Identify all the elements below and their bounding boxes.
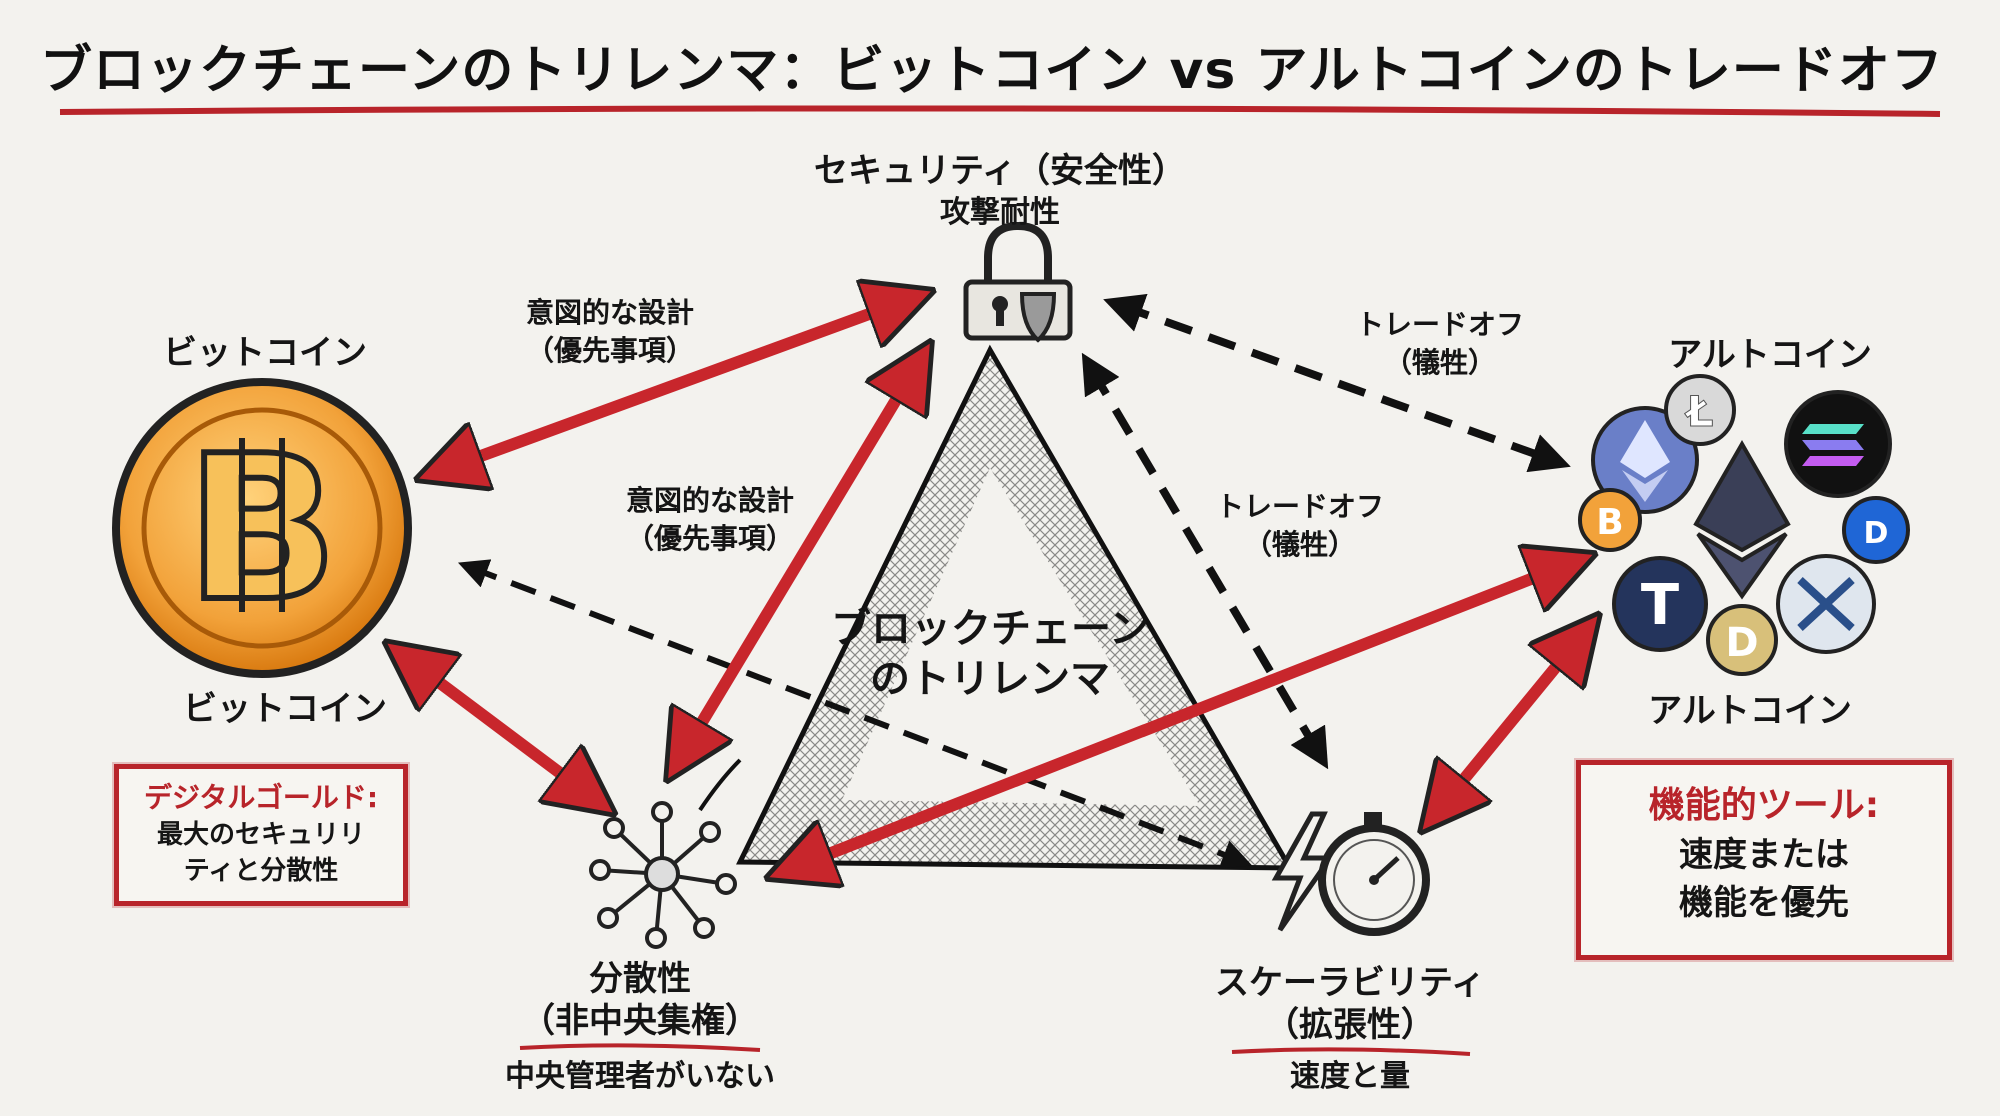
- bitcoin-callout-title: デジタルゴールド:: [143, 781, 379, 814]
- scalability-label: スケーラビリティ: [1215, 963, 1485, 1003]
- label-altcoin-security: トレードオフ: [1355, 308, 1524, 341]
- label-security-decentralization: 意図的な設計: [625, 484, 794, 517]
- scalability-sublabel: （拡張性）: [1265, 1005, 1435, 1045]
- label-security-scalability-sub: （犠牲）: [1243, 528, 1356, 561]
- ethereum-icon: [1591, 406, 1699, 514]
- tether-icon: T: [1612, 556, 1708, 652]
- decentralization-caption: 中央管理者がいない: [505, 1059, 775, 1094]
- security-sublabel: 攻撃耐性: [940, 195, 1060, 230]
- scalability-caption: 速度と量: [1290, 1059, 1410, 1094]
- decentralization-sublabel: （非中央集権）: [521, 1001, 759, 1041]
- decentralization-label: 分散性: [589, 959, 691, 999]
- bitcoin-small-icon: B: [1578, 488, 1642, 552]
- xrp-icon: [1776, 554, 1876, 654]
- dogecoin-icon: D: [1706, 604, 1778, 676]
- litecoin-icon: Ł: [1664, 374, 1736, 446]
- bitcoin-label-bottom: ビットコイン: [183, 689, 387, 729]
- bitcoin-coin-icon: B: [112, 378, 412, 678]
- padlock-shield-icon: [963, 221, 1073, 343]
- bitcoin-callout-line1: 最大のセキュリリ: [156, 820, 365, 850]
- altcoin-callout-title: 機能的ツール:: [1648, 785, 1880, 826]
- svg-text:D: D: [1725, 620, 1758, 666]
- solana-icon: [1784, 390, 1892, 498]
- label-altcoin-security-sub: （犠牲）: [1383, 346, 1496, 379]
- label-btc-security: 意図的な設計: [525, 296, 694, 329]
- altcoin-label-bottom: アルトコイン: [1648, 691, 1852, 731]
- label-btc-security-sub: （優先事項）: [525, 334, 694, 367]
- svg-text:B: B: [186, 413, 338, 646]
- altcoin-callout-line1: 速度または: [1679, 835, 1849, 875]
- scalability-underline: [1231, 1047, 1471, 1056]
- svg-text:Ł: Ł: [1685, 387, 1714, 436]
- center-label: ブロックチェーン: [831, 606, 1149, 652]
- altcoin-label-top: アルトコイン: [1668, 335, 1872, 375]
- dash-icon: D: [1842, 496, 1910, 564]
- svg-text:T: T: [1641, 573, 1679, 638]
- bitcoin-callout-box: デジタルゴールド: 最大のセキュリリ ティと分散性: [114, 764, 408, 906]
- bitcoin-label-top: ビットコイン: [163, 333, 367, 373]
- bitcoin-callout-line2: ティと分散性: [183, 856, 339, 886]
- svg-text:D: D: [1864, 516, 1889, 551]
- altcoin-callout-box: 機能的ツール: 速度または 機能を優先: [1576, 760, 1952, 960]
- label-security-decentralization-sub: （優先事項）: [625, 522, 794, 555]
- arrow-altcoin-scalability: [1442, 640, 1578, 806]
- stopwatch-lightning-icon: [1271, 811, 1430, 936]
- security-label: セキュリティ（安全性）: [814, 151, 1186, 191]
- page-title: ブロックチェーンのトリレンマ：ビットコイン vs アルトコインのトレードオフ: [40, 41, 1944, 101]
- decentralization-underline: [519, 1043, 761, 1052]
- svg-text:B: B: [1596, 502, 1623, 543]
- network-hub-icon: [589, 801, 737, 949]
- center-label-sub: のトリレンマ: [870, 656, 1110, 702]
- altcoin-callout-line2: 機能を優先: [1679, 883, 1849, 923]
- arrow-btc-decentralization: [412, 662, 588, 794]
- label-security-scalability: トレードオフ: [1215, 490, 1384, 523]
- title-underline: [59, 105, 1941, 117]
- altcoin-cluster: Ł B D T D: [1578, 374, 1910, 676]
- ethereum-diamond-icon: [1693, 439, 1791, 600]
- arrow-altcoin-security-dashed: [1103, 293, 1571, 473]
